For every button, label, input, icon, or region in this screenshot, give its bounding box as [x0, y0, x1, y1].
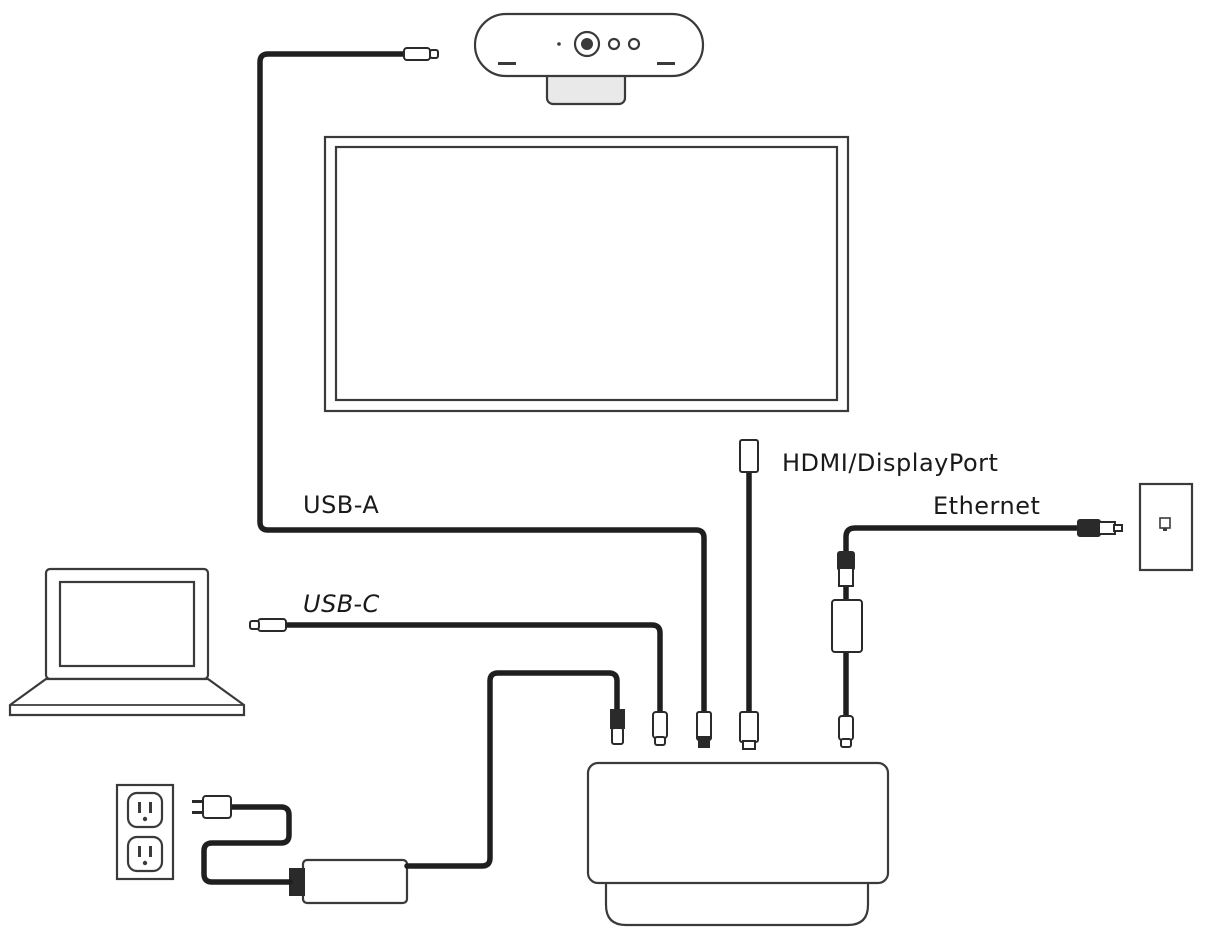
hub-device — [586, 761, 890, 927]
usb-webcam-plug — [403, 47, 439, 61]
outlet-slot — [149, 846, 152, 857]
power-dc-cable — [404, 670, 620, 869]
outlet-ground — [142, 816, 148, 822]
power-adapter — [289, 858, 409, 905]
usb-c-label: USB-C — [303, 590, 380, 618]
usb-c-cable — [283, 622, 663, 717]
usb-a-cable — [257, 51, 707, 717]
usb-a-hub-plug — [696, 711, 712, 748]
laptop-base — [8, 677, 246, 717]
ac-plug — [192, 795, 232, 819]
display-screen — [334, 145, 839, 402]
webcam — [473, 12, 705, 106]
ethernet-wall-plug — [1077, 519, 1123, 537]
ethernet-usb-adapter — [831, 599, 863, 653]
webcam-lens-core — [581, 38, 593, 50]
hdmi-label: HDMI/DisplayPort — [782, 449, 998, 477]
outlet-slot — [149, 802, 152, 813]
webcam-led — [557, 42, 561, 46]
outlet-slot — [138, 846, 141, 857]
usb-c-laptop-plug — [249, 618, 287, 632]
usb-a-label: USB-A — [303, 491, 379, 519]
webcam-vent-left — [498, 62, 516, 65]
webcam-vent-right — [657, 62, 675, 65]
ethernet-label: Ethernet — [933, 492, 1040, 520]
usb-c-hub-plug — [652, 711, 668, 746]
ethernet-adapter-plug — [837, 551, 855, 587]
webcam-sensor-2 — [627, 37, 641, 51]
laptop — [8, 567, 246, 717]
display — [323, 135, 850, 413]
power-ac-cord — [201, 804, 293, 885]
laptop-screen — [58, 580, 196, 668]
outlet-slot — [138, 802, 141, 813]
power-brick — [301, 858, 409, 905]
outlet-socket-bottom — [126, 835, 164, 873]
outlet-ground — [142, 860, 148, 866]
ethernet-hub-plug — [838, 715, 854, 748]
webcam-sensor-1 — [607, 37, 621, 51]
hdmi-display-plug — [739, 439, 759, 473]
ethernet-port-notch — [1163, 528, 1167, 531]
outlet-socket-top — [126, 791, 164, 829]
wall-outlet — [115, 783, 175, 881]
ethernet-port-icon — [1159, 517, 1171, 529]
hub-body — [586, 761, 890, 885]
power-hub-plug — [610, 709, 625, 745]
ethernet-cable — [843, 525, 1083, 559]
ethernet-wall-jack — [1138, 482, 1194, 572]
hdmi-hub-plug — [739, 711, 759, 750]
hub-base — [604, 878, 870, 927]
